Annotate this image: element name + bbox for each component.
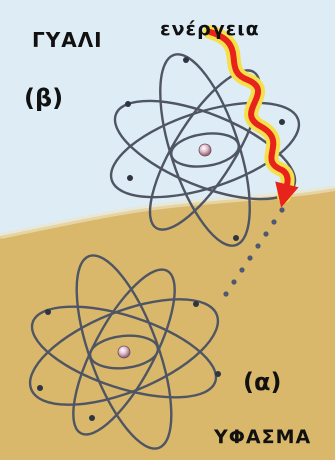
electron [183, 57, 189, 63]
electron [125, 101, 131, 107]
transfer-dot [271, 219, 277, 225]
transfer-dot [255, 243, 261, 249]
transfer-dot [279, 207, 285, 213]
atom-beta-label: (β) [24, 84, 64, 112]
atom-beta [109, 53, 301, 247]
transfer-dot [239, 267, 245, 273]
transfer-dot [247, 255, 253, 261]
orbit-alpha-4 [72, 268, 176, 436]
electron [45, 309, 51, 315]
transfer-dot [223, 291, 229, 297]
electron [279, 119, 285, 125]
energy-label: ενέργεια [160, 18, 260, 40]
nucleus-alpha [117, 345, 131, 359]
electron [215, 371, 221, 377]
inner-orbit-beta [170, 132, 240, 168]
orbit-beta-3 [159, 53, 251, 247]
electron [233, 235, 239, 241]
electron [89, 415, 95, 421]
electron [37, 385, 43, 391]
electron [193, 301, 199, 307]
fabric-label: ΥΦΑΣΜΑ [214, 426, 312, 448]
orbit-alpha-3 [75, 254, 173, 450]
nucleus-beta [198, 143, 212, 157]
atom-alpha-label: (α) [243, 368, 282, 396]
electron [127, 175, 133, 181]
electrons [37, 57, 285, 421]
transfer-dot [263, 231, 269, 237]
orbit-alpha-2 [30, 305, 218, 399]
inner-orbit-alpha [88, 334, 160, 370]
energy-arrow [207, 29, 299, 208]
transfer-dots [223, 207, 285, 297]
orbit-beta-4 [148, 69, 262, 231]
atom-alpha [28, 254, 220, 450]
glass-label: ΓΥΑΛΙ [32, 28, 103, 52]
transfer-dot [231, 279, 237, 285]
orbit-alpha-1 [28, 298, 220, 406]
